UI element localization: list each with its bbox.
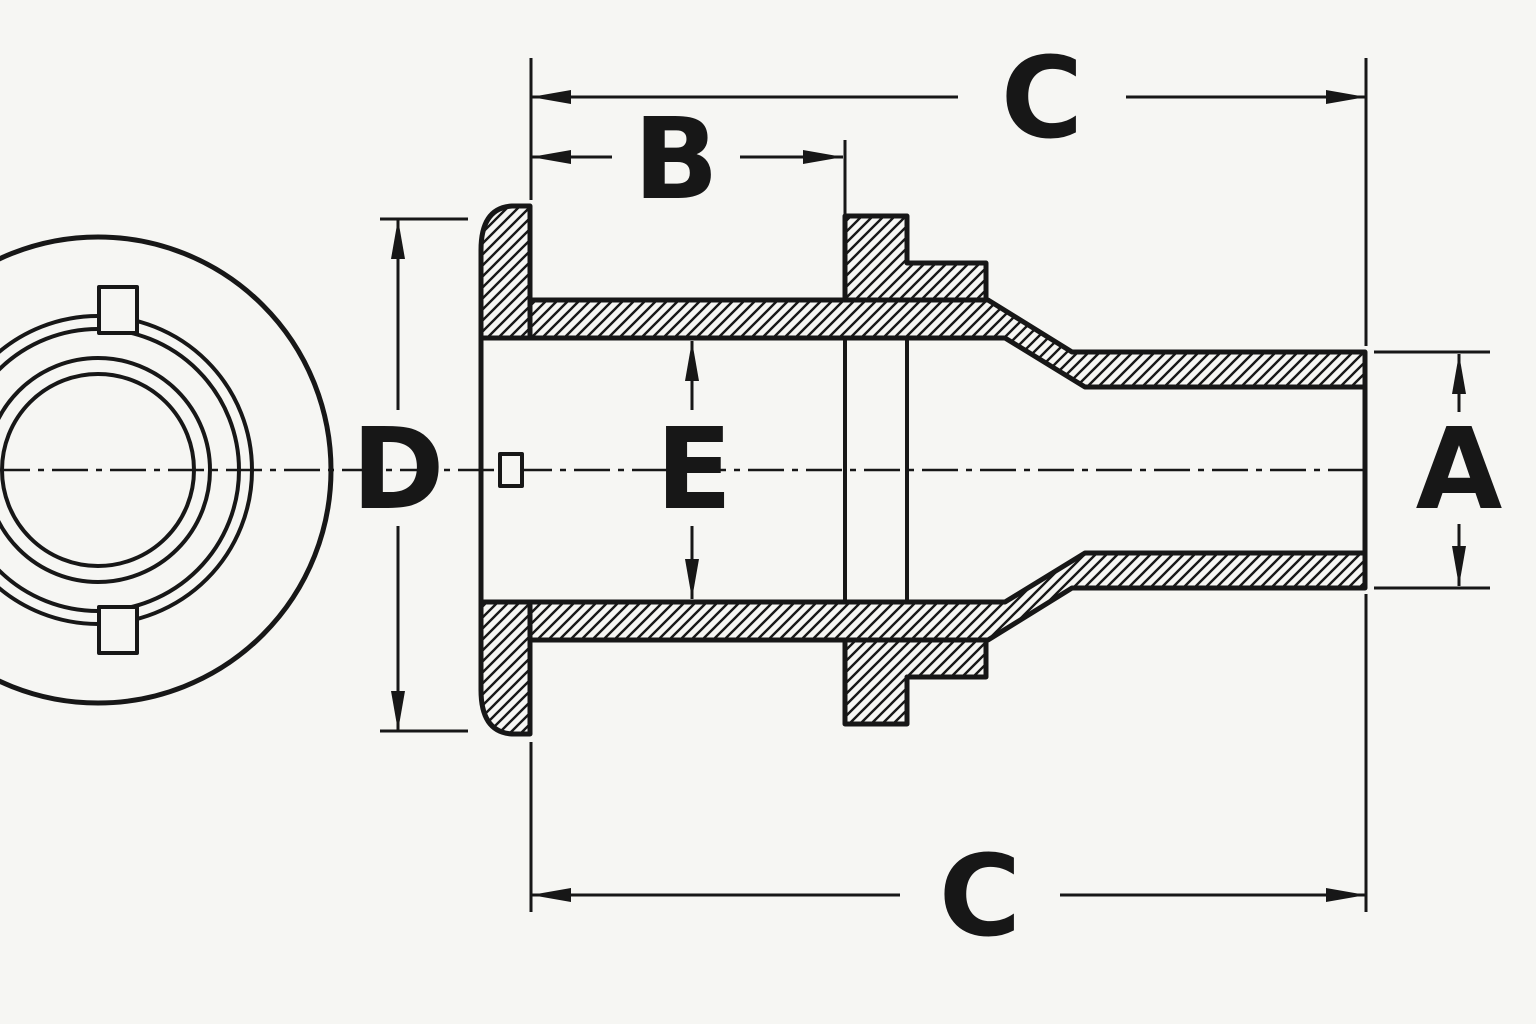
dimension-b: B: [531, 95, 847, 232]
arrowhead-bottom: [1452, 546, 1466, 586]
dim-label-c-bottom: C: [939, 832, 1021, 962]
arrowhead-right: [803, 150, 843, 164]
arrowhead-top: [685, 341, 699, 381]
dimension-a: A: [1374, 350, 1503, 590]
dimension-d: D: [352, 217, 468, 733]
arrowhead-top: [391, 219, 405, 259]
front-bore-inner-circle: [0, 372, 196, 568]
dim-label-c-top: C: [1001, 34, 1083, 164]
nut-section-bottom: [842, 637, 989, 727]
arrowhead-bottom: [391, 691, 405, 731]
front-bottom-tab: [97, 605, 139, 655]
arrowhead-bottom: [685, 559, 699, 599]
arrowhead-left: [531, 90, 571, 104]
side-section-view: [478, 203, 1368, 737]
dimension-c-top: C: [529, 34, 1368, 346]
arrowhead-left: [531, 150, 571, 164]
dim-label-b: B: [633, 95, 718, 225]
flange-section-bottom: [478, 599, 533, 737]
dim-label-a: A: [1416, 405, 1503, 535]
front-flange-outer-circle: [0, 234, 334, 706]
flange-tab-detail: [498, 452, 524, 488]
arrowhead-right: [1326, 90, 1366, 104]
dim-label-e: E: [656, 405, 733, 535]
flange-section-top: [478, 203, 533, 341]
front-view: [0, 234, 334, 706]
dim-label-d: D: [352, 405, 445, 535]
arrowhead-left: [531, 888, 571, 902]
front-bore-outer-circle: [0, 356, 212, 584]
dimension-c-bottom: C: [529, 594, 1368, 962]
arrowhead-top: [1452, 354, 1466, 394]
front-top-tab: [97, 285, 139, 335]
arrowhead-right: [1326, 888, 1366, 902]
dimension-e: E: [656, 341, 733, 599]
